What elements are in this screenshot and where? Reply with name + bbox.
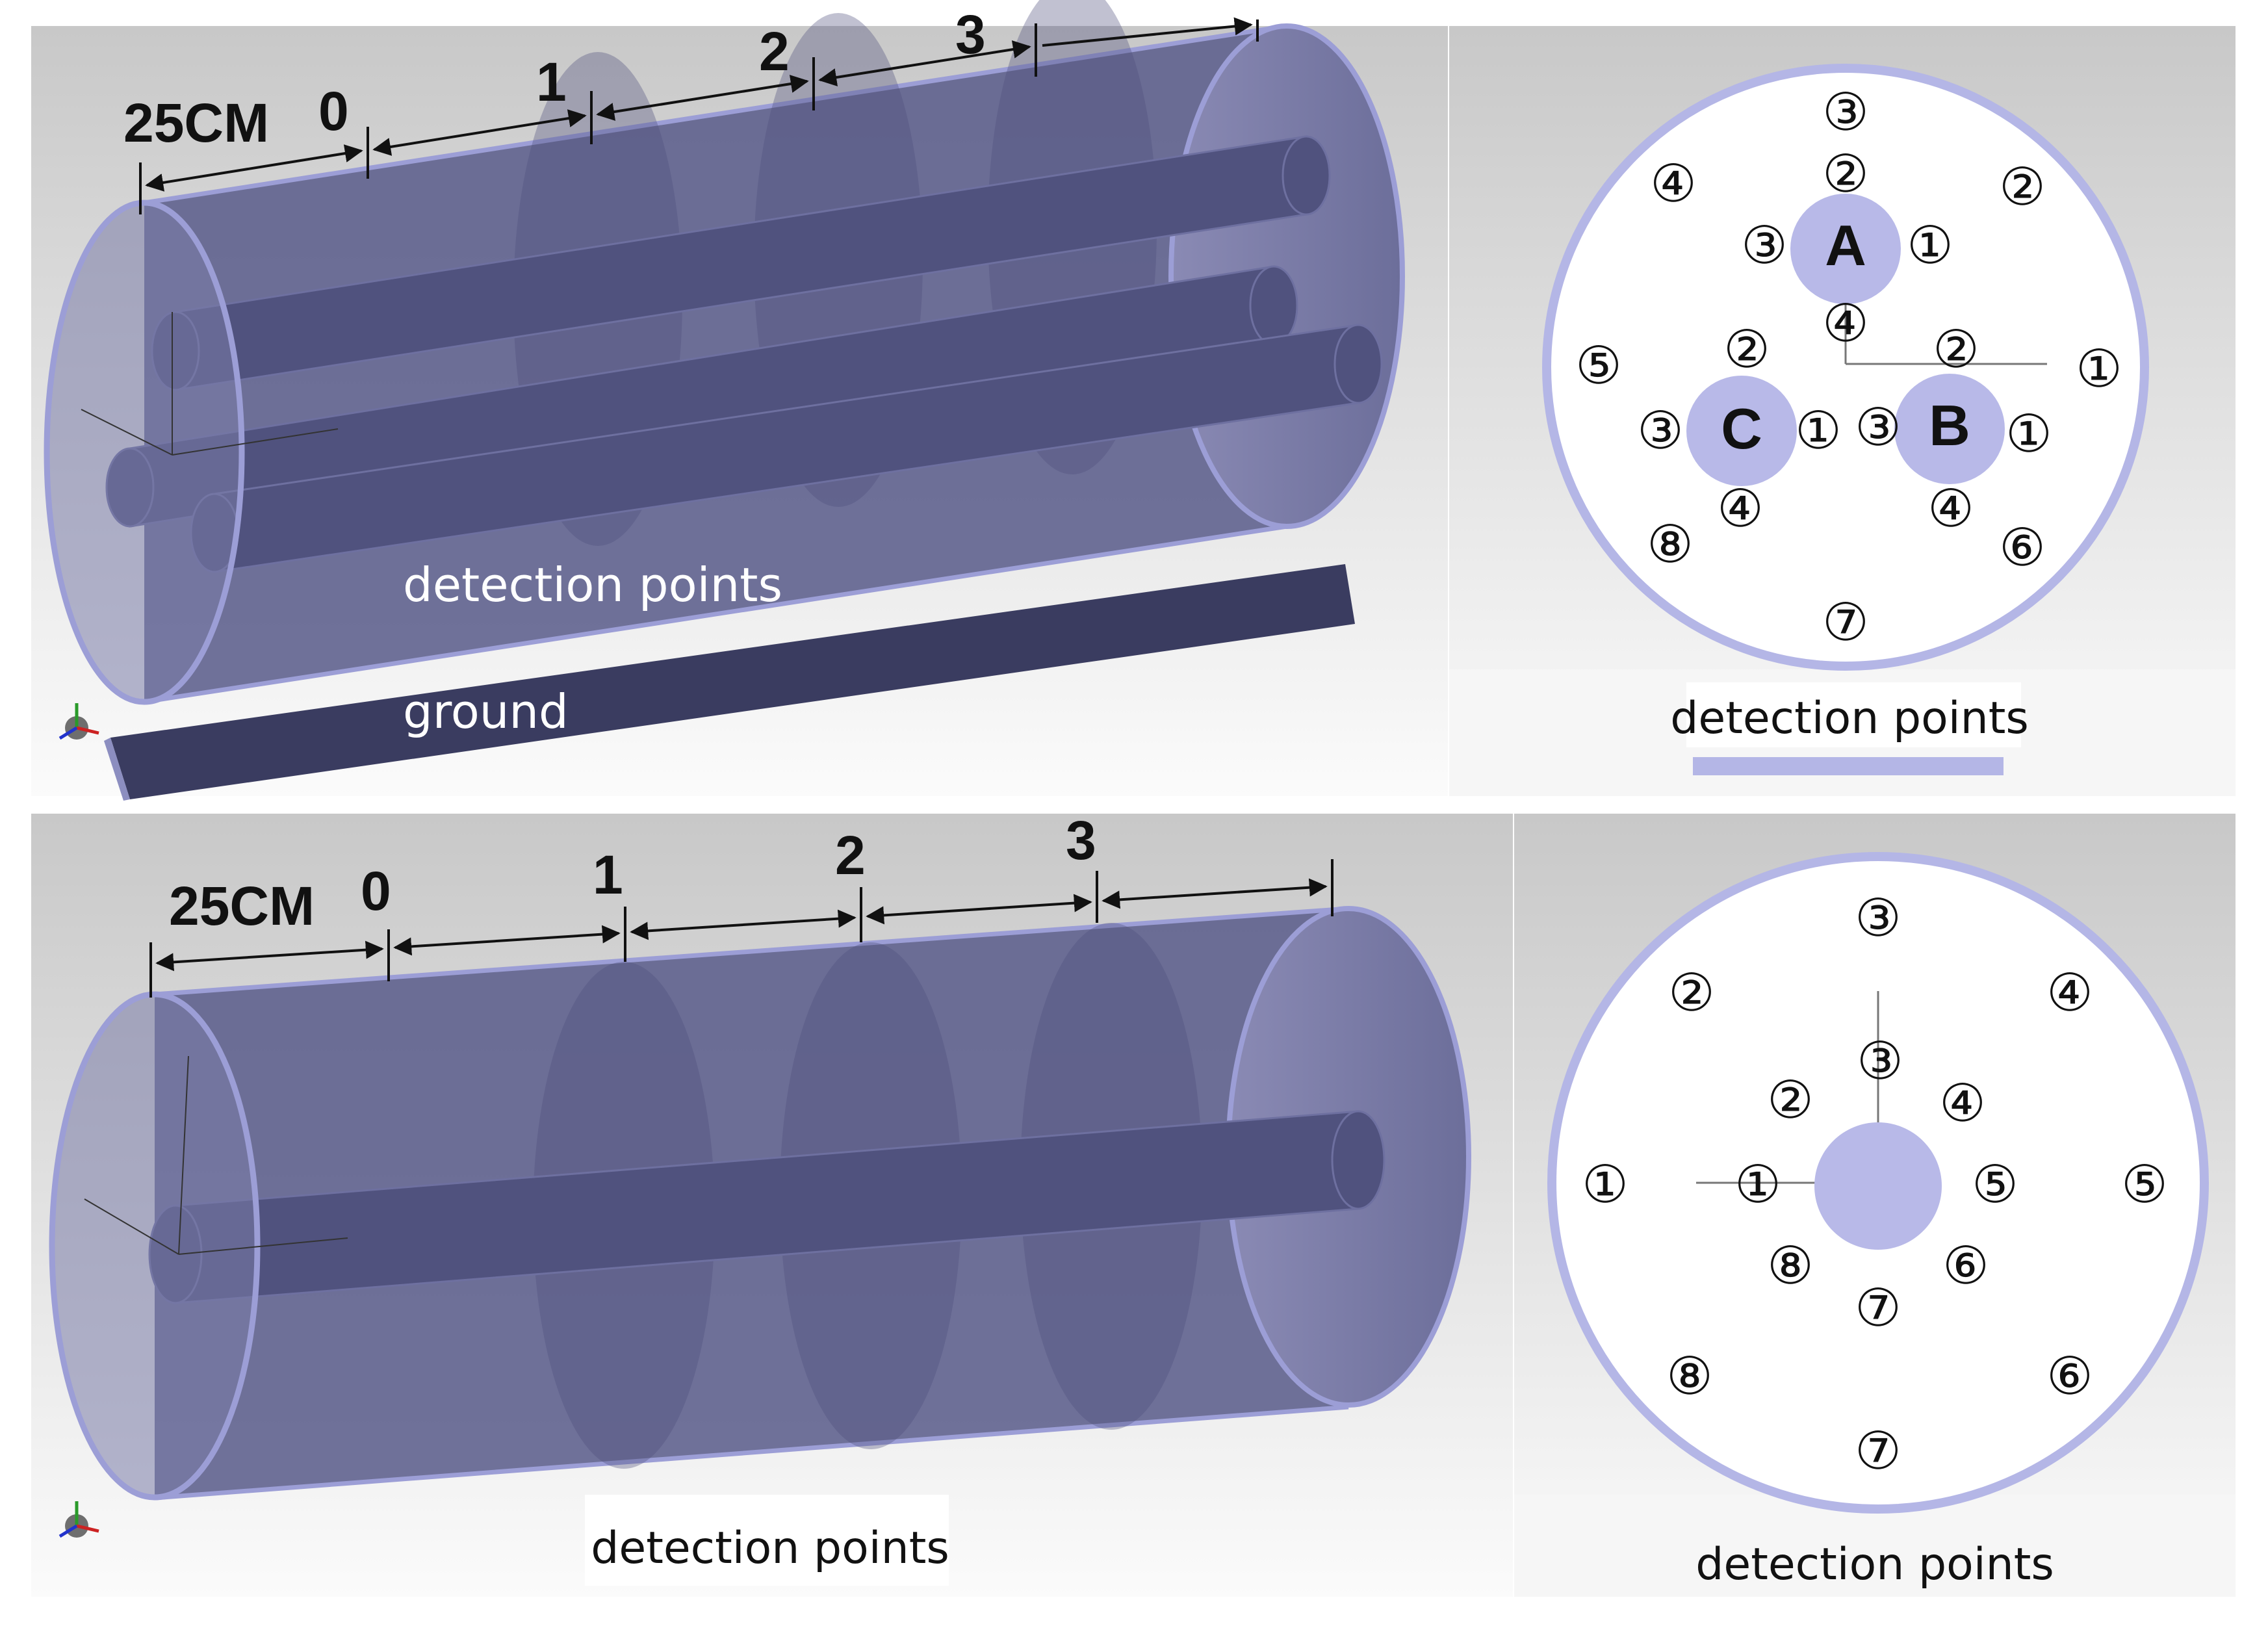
detection-points-label: detection points (591, 1523, 949, 1574)
conductor (1814, 1122, 1942, 1250)
conductor-a (1790, 194, 1901, 304)
detection-point: ③ (1855, 397, 1901, 458)
top-dimension-bar (139, 17, 1259, 214)
ground-plate (110, 564, 1355, 799)
axis-triad (81, 312, 339, 456)
conductor-label: B (1929, 393, 1970, 458)
detection-point: ① (1795, 400, 1842, 461)
top-section-caption: detection points (1670, 693, 2029, 744)
outer-point: ⑦ (1822, 592, 1869, 652)
section-number: 2 (759, 21, 790, 82)
distance-label: 25CM (123, 92, 269, 153)
bottom-section-caption: detection points (1695, 1539, 2054, 1590)
top-panel: 25CM 0 1 2 3 detection points ground A B… (31, 0, 2236, 801)
outer-point: ④ (2046, 962, 2093, 1023)
outer-point: ① (2076, 339, 2122, 399)
detection-point: ⑦ (1855, 1278, 1901, 1338)
outer-point: ③ (1822, 82, 1869, 142)
outer-point: ③ (1855, 888, 1901, 948)
conductor-c (1686, 376, 1797, 486)
outer-point: ⑤ (1575, 335, 1622, 396)
conductor-b (1894, 374, 2005, 484)
detection-points-label: detection points (403, 558, 782, 612)
outer-point: ⑤ (2121, 1154, 2168, 1215)
outer-point: ④ (1650, 153, 1697, 214)
detection-point: ⑥ (1942, 1235, 1989, 1296)
outer-ring (1542, 64, 2149, 671)
outer-point: ⑥ (2046, 1346, 2093, 1406)
outer-point: ⑧ (1666, 1346, 1713, 1406)
outer-point: ② (1999, 157, 2046, 217)
outer-point: ① (1582, 1154, 1629, 1215)
detection-point: ⑧ (1767, 1235, 1814, 1296)
coordinate-axes-icon (58, 703, 99, 740)
detection-point: ① (2005, 404, 2052, 464)
top-conductor-rods (105, 135, 1383, 573)
conductor-label: A (1825, 213, 1866, 277)
detection-point: ④ (1939, 1073, 1986, 1133)
section-number: 3 (1066, 810, 1096, 871)
bottom-dimension-bar (149, 859, 1334, 998)
distance-label: 25CM (169, 875, 315, 936)
outer-point: ⑥ (1999, 517, 2046, 578)
detection-point: ③ (1857, 1031, 1903, 1091)
outer-point: ② (1668, 962, 1715, 1023)
section-number: 1 (536, 51, 567, 112)
coordinate-axes-icon (58, 1501, 99, 1538)
detection-point: ① (1734, 1154, 1781, 1215)
section-number: 3 (955, 4, 986, 65)
top-cross-section: A B C ① ② ③ ④ ① ② ③ ④ ① ② ③ ④ ① ② ③ ④ ⑤ … (1542, 64, 2149, 671)
section-number: 0 (318, 81, 349, 142)
outer-point: ⑧ (1647, 514, 1694, 574)
detection-point: ② (1933, 319, 1979, 380)
detection-point: ② (1767, 1070, 1814, 1130)
conductor-label: C (1721, 396, 1762, 461)
detection-point: ⑤ (1972, 1154, 2018, 1215)
detection-point: ④ (1927, 478, 1974, 539)
detection-point: ① (1907, 215, 1953, 276)
detection-point: ② (1723, 319, 1770, 380)
detection-point: ② (1822, 144, 1869, 204)
bottom-cross-section: ① ② ③ ④ ⑤ ⑥ ⑦ ⑧ ① ② ③ ④ ⑤ ⑥ ⑦ ⑧ (1547, 852, 2209, 1514)
bottom-near-cap (49, 991, 261, 1501)
detection-point: ③ (1637, 400, 1684, 461)
top-near-cap (44, 200, 245, 705)
detection-point: ④ (1717, 478, 1764, 539)
caption-underline (1693, 757, 2004, 775)
bottom-panel: 25CM 0 1 2 3 detection points ① ② ③ ④ ⑤ … (31, 810, 2236, 1597)
section-number: 1 (593, 844, 623, 905)
section-number: 2 (835, 825, 866, 886)
detection-point: ④ (1822, 293, 1869, 354)
ground-label: ground (403, 684, 569, 739)
outer-point: ⑦ (1855, 1421, 1901, 1481)
axis-triad (84, 1055, 348, 1255)
detection-point: ③ (1741, 215, 1788, 276)
section-number: 0 (361, 860, 391, 922)
